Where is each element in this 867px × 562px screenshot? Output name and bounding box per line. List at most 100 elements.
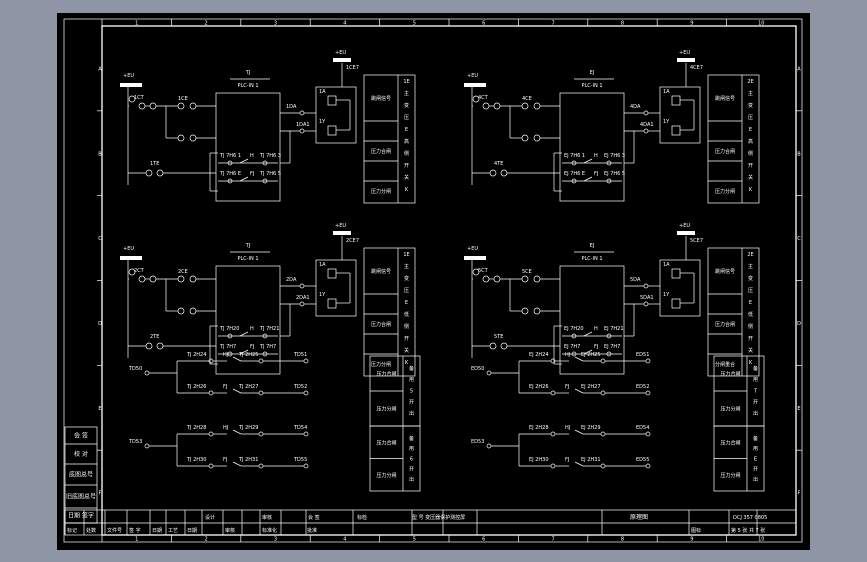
- terminal: [521, 102, 529, 110]
- contact-label: TJ 7H7: [259, 344, 276, 350]
- terminal: [303, 390, 309, 396]
- terminal: [303, 358, 309, 364]
- side-char: 主: [404, 263, 409, 270]
- contact-label: EJ 7H6 3: [604, 153, 625, 159]
- grid-number-bottom: 8: [621, 537, 624, 543]
- switch-blade: [583, 158, 593, 164]
- terminal: [258, 390, 264, 396]
- side-char: 压: [404, 288, 409, 294]
- contact-label: TJ 7H6 5: [259, 171, 281, 177]
- terminal: [227, 178, 233, 184]
- spare-side-char: 5: [410, 388, 413, 394]
- relay-out: TD52: [293, 384, 307, 390]
- terminal: [600, 358, 606, 364]
- switch-blade: [232, 388, 242, 394]
- terminal: [299, 128, 305, 134]
- coil-label: 1Y: [319, 292, 326, 298]
- relay-out: ED51: [636, 352, 649, 358]
- terminal: [533, 307, 541, 315]
- spare-text-2: 压力分闸: [720, 472, 740, 479]
- output-label: 4DA1: [640, 122, 654, 128]
- contact-label: EJ 7H6 E: [564, 171, 585, 177]
- panel-text-3: 压力分闸: [371, 188, 391, 195]
- title-row2-cell: 审核: [225, 527, 235, 534]
- contact-label: EJ 7H6 5: [604, 171, 625, 177]
- title-row1-cell: 型 号 变压器保护测控屏: [412, 514, 465, 521]
- terminal: [189, 307, 197, 315]
- terminal: [156, 169, 164, 177]
- terminal: [550, 463, 556, 469]
- title-row1-cell: 设计: [205, 514, 215, 521]
- grid-number-bottom: 1: [135, 537, 138, 543]
- terminal-label: 5CT: [478, 268, 489, 274]
- terminal: [299, 301, 305, 307]
- grid-number-bottom: 10: [758, 537, 764, 543]
- spare-side-char: 用: [409, 446, 414, 452]
- coil-frame: [659, 259, 701, 317]
- side-char: 开: [404, 336, 409, 342]
- terminal: [482, 102, 490, 110]
- spare-side-char: 用: [753, 446, 758, 452]
- terminal-label: 1CT: [134, 95, 145, 101]
- side-char: 压: [748, 288, 753, 294]
- plc-subtitle: PLC-IN 1: [581, 256, 602, 262]
- terminal: [645, 390, 651, 396]
- title-row2-cell: 工艺: [168, 528, 178, 534]
- input-label: 5CE: [522, 269, 532, 275]
- terminal: [227, 333, 233, 339]
- spare-side-char: 出: [409, 476, 414, 483]
- terminal: [138, 102, 146, 110]
- supply-bar-right: [677, 58, 695, 62]
- supply-label-right: +EU: [679, 223, 690, 229]
- terminal: [643, 128, 649, 134]
- plc-box: [215, 92, 281, 202]
- coil-label: 1A: [663, 262, 670, 268]
- terminal: [177, 134, 185, 142]
- terminal: [521, 134, 529, 142]
- switch-blade: [574, 461, 584, 467]
- title-row2-cell: 标准化: [262, 527, 277, 534]
- top-right-label: 1CE7: [346, 65, 359, 71]
- terminal: [571, 351, 577, 357]
- grid-letter-left: C: [98, 236, 102, 242]
- side-char: 侧: [404, 150, 409, 157]
- terminal: [606, 160, 612, 166]
- title-mark: 图标: [691, 527, 701, 534]
- contact-k: H: [250, 326, 254, 332]
- side-char: 2E: [747, 79, 753, 85]
- spare-text-1: 压力合闸: [720, 439, 740, 446]
- title-row2-cell: 处数: [86, 527, 96, 534]
- spare-text-1: 压力合闸: [376, 371, 396, 378]
- terminal: [303, 463, 309, 469]
- supply-label: +EU: [467, 246, 478, 252]
- label-panel: [707, 247, 760, 377]
- supply-label-right: +EU: [679, 50, 690, 56]
- top-right-label: 2CE7: [346, 238, 359, 244]
- title-row1-cell: 会 签: [308, 514, 320, 521]
- terminal: [227, 351, 233, 357]
- title-row2-cell: 标记: [67, 527, 77, 534]
- relay-label: TJ 2H28: [186, 425, 206, 431]
- relay-out: TD54: [293, 425, 307, 431]
- side-char: 关: [404, 174, 409, 181]
- grid-number-top: 9: [690, 21, 693, 27]
- terminal: [138, 275, 146, 283]
- side-char: E: [405, 300, 408, 306]
- contact-k: FJ: [250, 344, 254, 350]
- relay-source: TD50: [128, 366, 142, 372]
- supply-bar: [464, 83, 486, 87]
- coil: [671, 298, 681, 309]
- side-char: K: [405, 187, 409, 193]
- relay-label: EJ 2H29: [581, 425, 601, 431]
- side-char: 高: [404, 138, 409, 145]
- stamp-label: 旧底图总号: [66, 493, 96, 501]
- title-row2-cell: 批准: [307, 527, 317, 534]
- coil-frame: [659, 86, 701, 144]
